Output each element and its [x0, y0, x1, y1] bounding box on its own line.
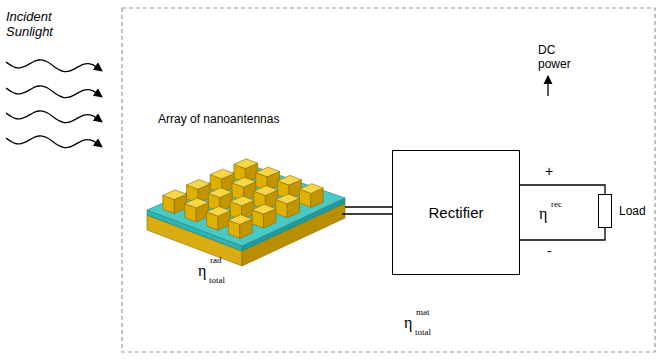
antenna-cube [208, 188, 232, 198]
system-boundary [122, 8, 655, 352]
antenna-cube [185, 198, 209, 208]
antenna-cube [254, 186, 278, 196]
light-wave [6, 136, 102, 148]
incident-sunlight-label: Incident Sunlight [6, 10, 92, 40]
antenna-cube [299, 184, 323, 194]
load-resistor: Load [598, 194, 612, 228]
efficiency-subscript: total [209, 275, 239, 285]
efficiency-subscript: total [415, 327, 445, 337]
wire [520, 185, 605, 194]
antenna-cube [256, 167, 280, 177]
efficiency-superscript: rad [210, 255, 234, 265]
power-arrow [547, 76, 548, 96]
light-wave [6, 60, 102, 72]
efficiency-superscript: mat [416, 307, 440, 317]
feed-wire [342, 213, 392, 214]
antenna-cube [163, 190, 187, 200]
antenna-cube [232, 177, 256, 187]
antenna-cube [210, 169, 234, 179]
return-wire [520, 228, 605, 240]
antenna-cube [276, 194, 300, 204]
wire [345, 206, 392, 207]
efficiency-symbol: η [539, 205, 553, 223]
sunlight-waves [6, 60, 102, 148]
array-heading: Array of nanoantennas [158, 112, 279, 126]
antenna-cube [252, 204, 276, 214]
efficiency-superscript: rec [551, 199, 575, 209]
rectifier-label: Rectifier [428, 204, 483, 221]
negative-terminal: - [547, 243, 561, 259]
load-label: Load [619, 204, 646, 218]
dc-power-label: DC power [538, 44, 588, 72]
light-wave [6, 111, 102, 123]
nanoantenna-array [147, 159, 345, 266]
antenna-cube [187, 180, 211, 190]
antenna-cube [228, 215, 252, 225]
antenna-cube [207, 206, 231, 216]
antenna-array-region: Array of nanoantennas [140, 112, 345, 282]
antenna-cube [278, 175, 302, 185]
rectifier-box: Rectifier [392, 150, 520, 275]
antenna-cube [234, 159, 258, 169]
positive-terminal: + [545, 163, 559, 179]
antenna-cube [230, 196, 254, 206]
light-wave [6, 86, 102, 98]
